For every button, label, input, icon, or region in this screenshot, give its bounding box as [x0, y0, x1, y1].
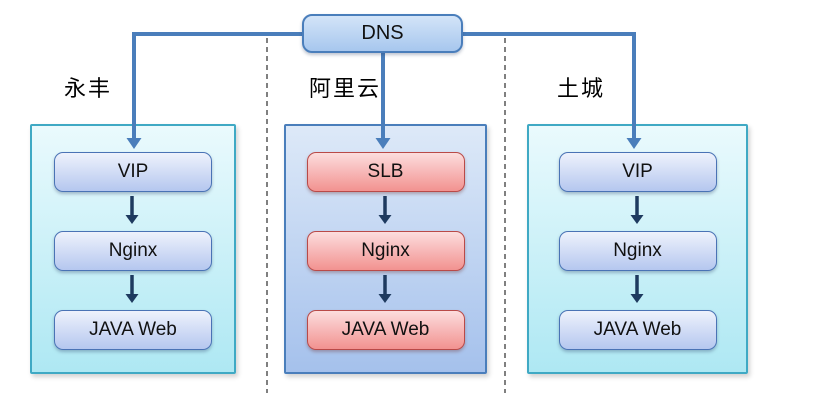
- node-aliyun-nginx: Nginx: [306, 231, 465, 271]
- node-aliyun-slb: SLB: [306, 152, 465, 192]
- region-label-yongfeng: 永丰: [64, 76, 113, 101]
- node-tucheng-javaweb: JAVA Web: [558, 310, 717, 350]
- node-tucheng-vip: VIP: [558, 152, 717, 192]
- region-panel-aliyun: SLB Nginx JAVA Web: [284, 124, 487, 374]
- region-panel-yongfeng: VIP Nginx JAVA Web: [30, 124, 236, 374]
- node-aliyun-javaweb: JAVA Web: [306, 310, 465, 350]
- dns-node: DNS: [302, 14, 463, 53]
- region-panel-tucheng: VIP Nginx JAVA Web: [527, 124, 748, 374]
- node-yongfeng-vip: VIP: [54, 152, 212, 192]
- region-label-tucheng: 土城: [557, 76, 606, 101]
- node-yongfeng-nginx: Nginx: [54, 231, 212, 271]
- node-tucheng-nginx: Nginx: [558, 231, 717, 271]
- node-yongfeng-javaweb: JAVA Web: [54, 310, 212, 350]
- region-label-aliyun: 阿里云: [309, 76, 382, 101]
